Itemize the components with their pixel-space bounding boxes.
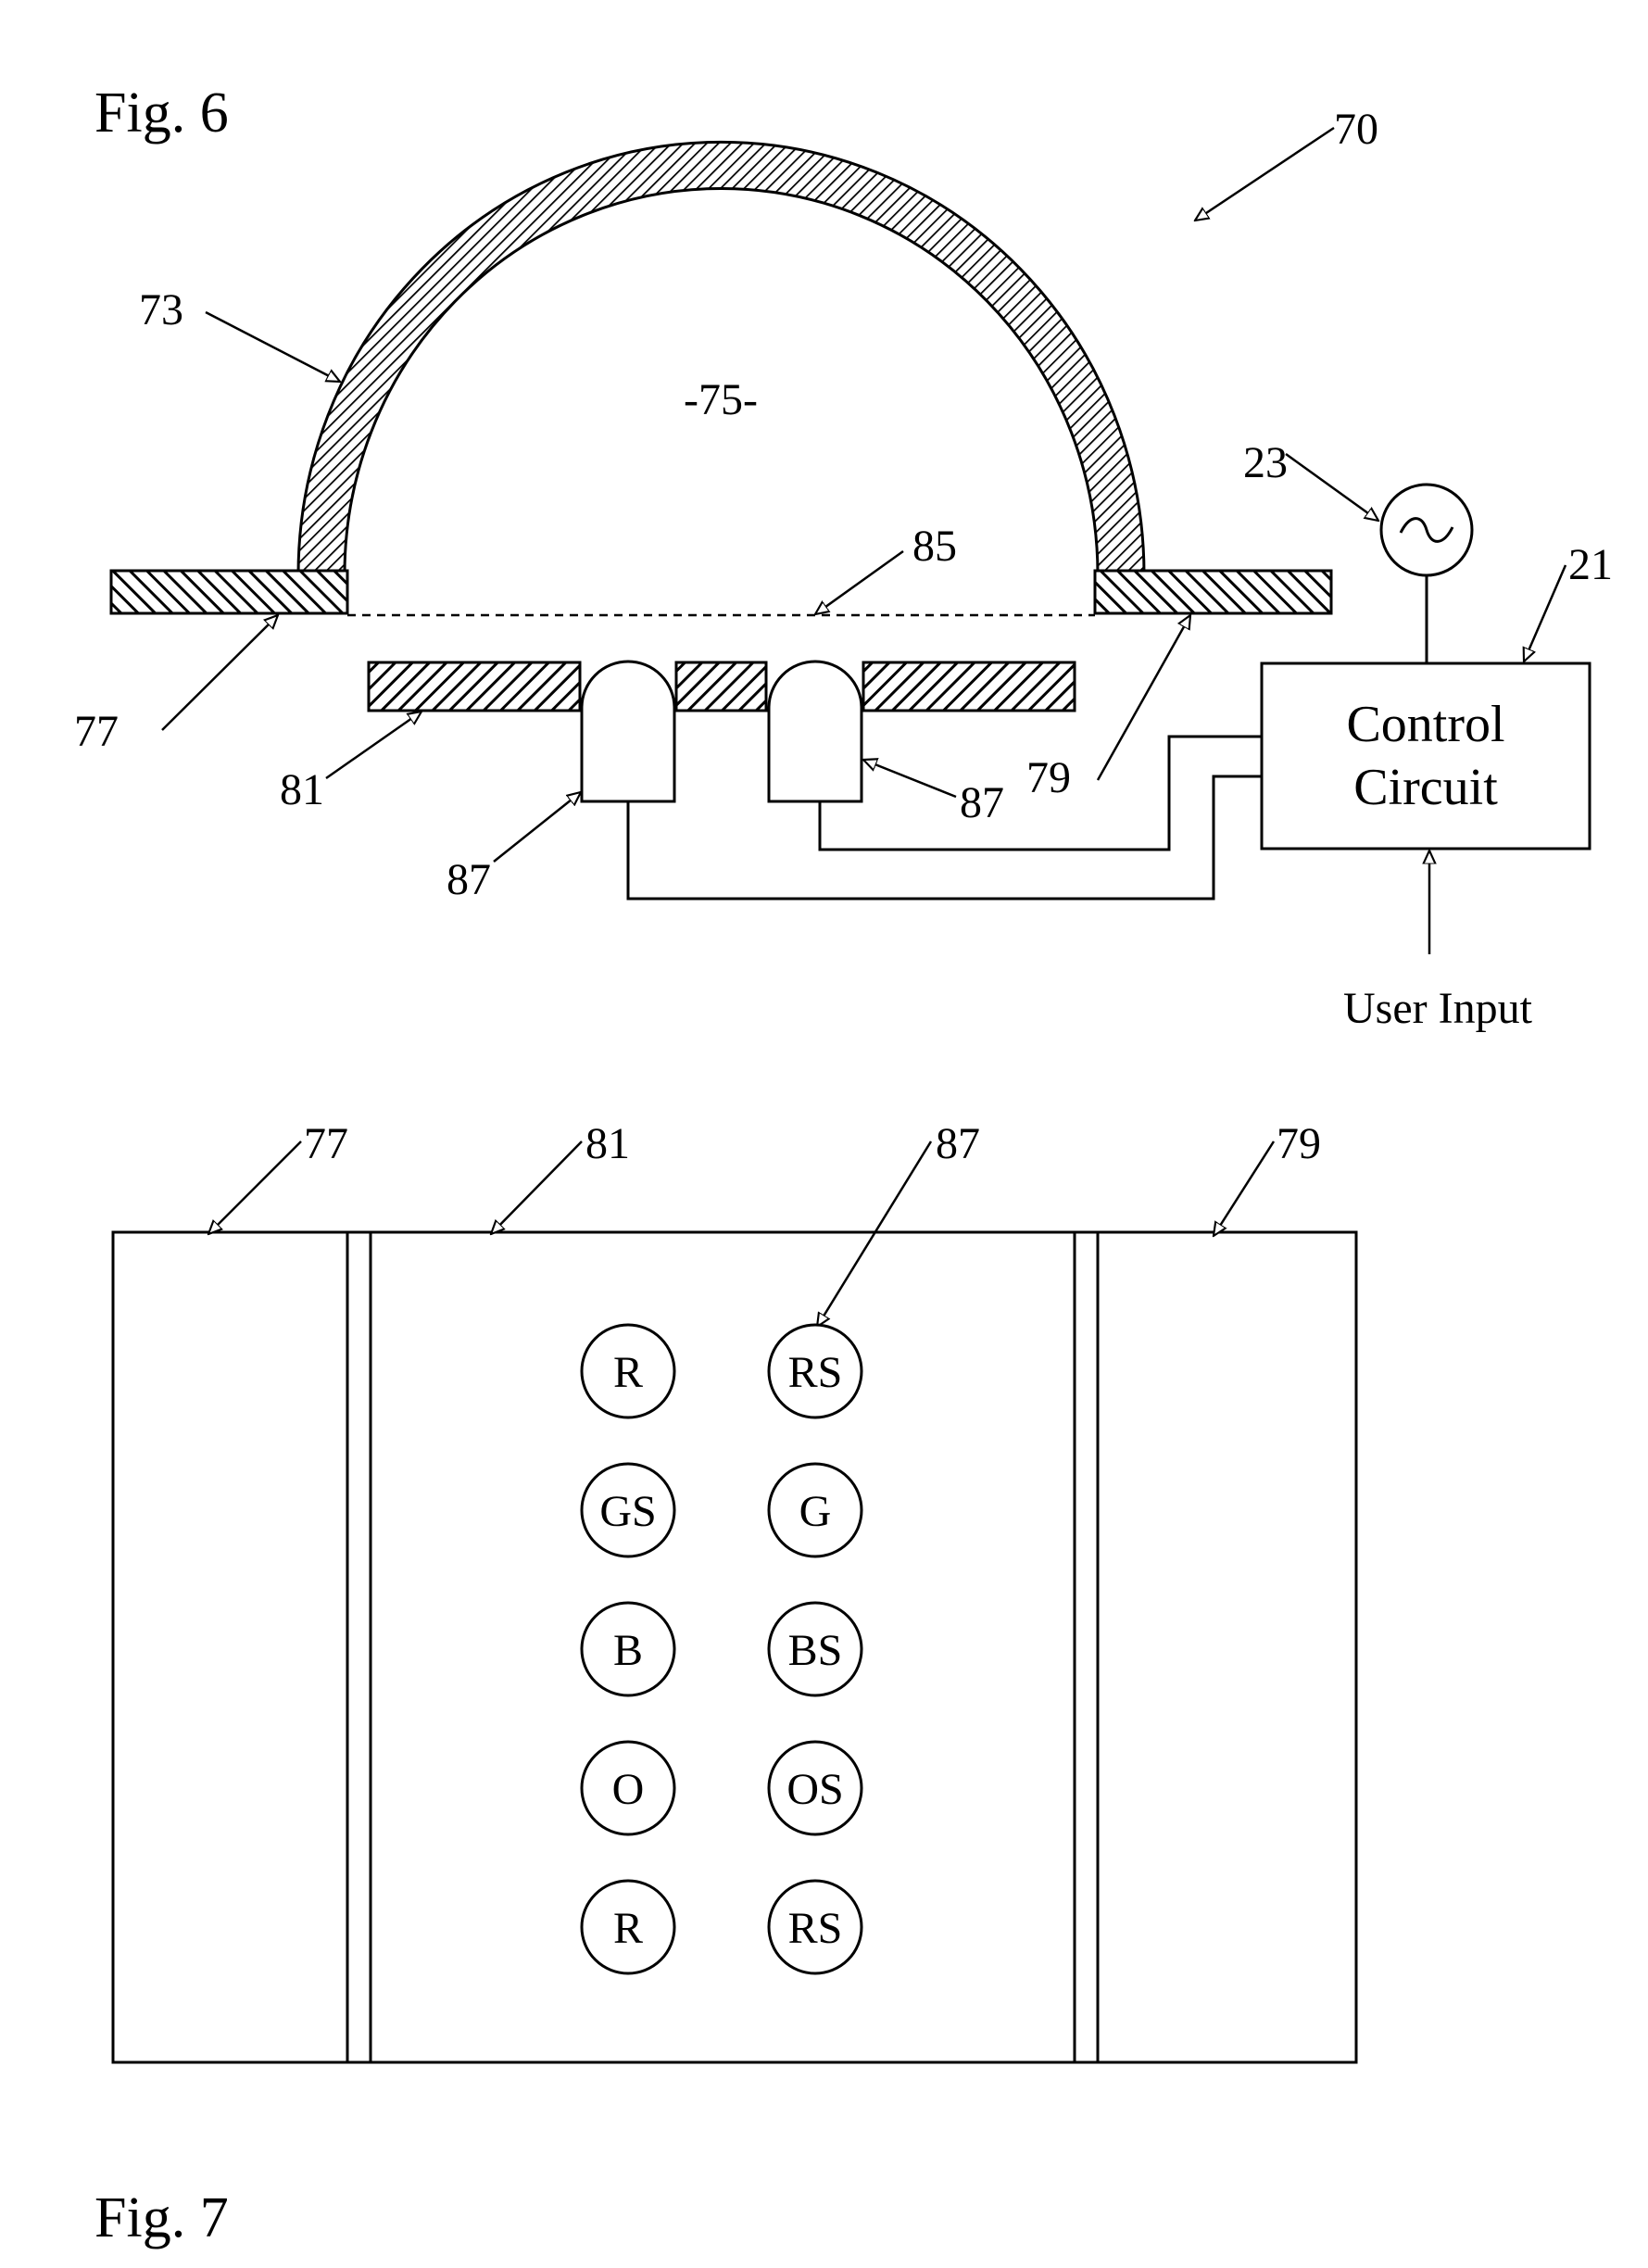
ref-73: 73 <box>139 285 340 382</box>
fig7-title: Fig. 7 <box>94 2186 229 2249</box>
fig7-board <box>113 1232 1356 2062</box>
ref-79-fig7: 79 <box>1214 1119 1321 1236</box>
plate-81 <box>369 662 1075 711</box>
control-circuit-label-1: Control <box>1346 696 1504 753</box>
ref-81: 81 <box>280 712 421 814</box>
fig6-title: Fig. 6 <box>94 82 229 145</box>
control-circuit-label-2: Circuit <box>1353 759 1498 816</box>
chamber-label: -75- <box>684 375 758 424</box>
svg-text:81: 81 <box>280 765 324 814</box>
svg-text:GS: GS <box>599 1487 656 1536</box>
ac-source <box>1381 485 1472 575</box>
ref-87-left: 87 <box>447 792 581 904</box>
led-left <box>582 662 674 801</box>
led-right <box>769 662 862 801</box>
control-circuit-box <box>1262 663 1590 849</box>
svg-text:77: 77 <box>74 707 119 756</box>
ref-21: 21 <box>1524 540 1613 662</box>
wire-led-left <box>628 776 1262 899</box>
user-input-label: User Input <box>1343 984 1533 1033</box>
ref-77-fig7: 77 <box>208 1119 348 1234</box>
svg-text:B: B <box>613 1626 643 1675</box>
svg-text:21: 21 <box>1568 540 1613 589</box>
led-r2c1: GS <box>582 1464 674 1556</box>
ref-70: 70 <box>1195 105 1378 220</box>
svg-text:G: G <box>799 1487 832 1536</box>
ref-77-fig6: 77 <box>74 615 278 756</box>
svg-text:85: 85 <box>912 522 957 571</box>
ref-23: 23 <box>1243 438 1378 521</box>
plate-79 <box>1095 571 1331 613</box>
svg-text:77: 77 <box>304 1119 348 1168</box>
led-r3c2: BS <box>769 1603 862 1695</box>
led-r2c2: G <box>769 1464 862 1556</box>
led-r4c2: OS <box>769 1742 862 1834</box>
svg-text:81: 81 <box>585 1119 630 1168</box>
svg-text:23: 23 <box>1243 438 1288 487</box>
svg-text:RS: RS <box>788 1348 843 1397</box>
svg-text:70: 70 <box>1334 105 1378 154</box>
svg-text:R: R <box>613 1904 643 1953</box>
led-r1c2: RS <box>769 1325 862 1418</box>
led-r1c1: R <box>582 1325 674 1418</box>
svg-text:87: 87 <box>960 778 1004 827</box>
svg-text:79: 79 <box>1277 1119 1321 1168</box>
svg-text:73: 73 <box>139 285 183 334</box>
svg-text:OS: OS <box>786 1765 843 1814</box>
dome-shell <box>298 142 1144 574</box>
led-r5c2: RS <box>769 1881 862 1973</box>
plate-77 <box>111 571 347 613</box>
svg-text:RS: RS <box>788 1904 843 1953</box>
ref-85: 85 <box>815 522 957 614</box>
led-r4c1: O <box>582 1742 674 1834</box>
ref-81-fig7: 81 <box>491 1119 630 1234</box>
svg-text:O: O <box>612 1765 645 1814</box>
ref-87-right: 87 <box>863 760 1004 827</box>
svg-text:87: 87 <box>447 855 491 904</box>
svg-text:79: 79 <box>1026 753 1071 802</box>
svg-text:87: 87 <box>936 1119 980 1168</box>
led-r3c1: B <box>582 1603 674 1695</box>
svg-text:R: R <box>613 1348 643 1397</box>
led-r5c1: R <box>582 1881 674 1973</box>
svg-text:BS: BS <box>788 1626 843 1675</box>
